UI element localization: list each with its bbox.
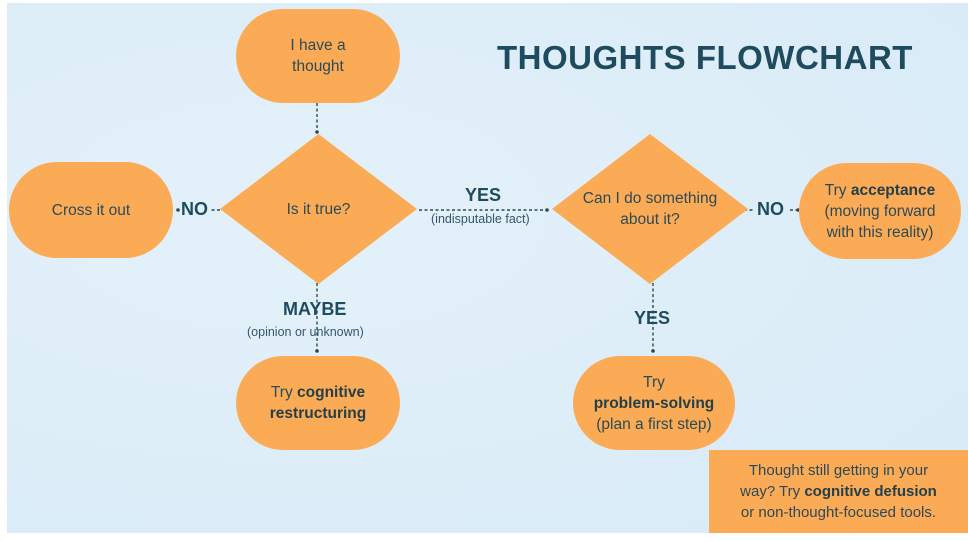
note-line3: or non-thought-focused tools. bbox=[740, 504, 937, 521]
node-try-problem-solving: Try problem-solving (plan a first step) bbox=[573, 356, 735, 450]
edge-sublabel-opinion: (opinion or unknown) bbox=[247, 325, 364, 339]
edge-label-no-left: NO bbox=[181, 199, 208, 219]
arrowhead-acceptance bbox=[796, 208, 800, 212]
arrowhead-cando bbox=[545, 208, 549, 212]
connectors bbox=[176, 103, 800, 353]
node-cross-it-out: Cross it out bbox=[9, 162, 173, 258]
node-restructuring-line2: restructuring bbox=[269, 405, 367, 422]
arrowhead-cross bbox=[176, 208, 180, 212]
decision-can-do-line2: about it? bbox=[620, 211, 680, 228]
edge-label-yes-down: YES bbox=[634, 308, 671, 328]
edge-label-yes-right: YES bbox=[465, 185, 502, 205]
arrowhead-problem bbox=[651, 349, 655, 353]
node-acceptance-line3: with this reality) bbox=[826, 223, 934, 241]
note-line1: Thought still getting in your bbox=[748, 462, 929, 479]
decision-can-i-do-something: Can I do something about it? bbox=[552, 134, 748, 284]
node-start-line2: thought bbox=[292, 58, 344, 75]
node-problem-line1: Try bbox=[643, 373, 665, 391]
page-title: THOUGHTS FLOWCHART bbox=[497, 39, 913, 76]
note-line2-bold: cognitive defusion bbox=[804, 483, 937, 500]
decision-is-it-true-text: Is it true? bbox=[286, 200, 351, 218]
node-try-acceptance: Try acceptance (moving forward with this… bbox=[799, 163, 961, 259]
flowchart-canvas: THOUGHTS FLOWCHART I have a thought Is i… bbox=[7, 3, 968, 533]
node-problem-line3: (plan a first step) bbox=[596, 415, 712, 433]
node-try-cognitive-restructuring: Try cognitive restructuring bbox=[236, 356, 400, 450]
edge-label-maybe: MAYBE bbox=[283, 299, 347, 319]
node-start-line1: I have a bbox=[290, 37, 346, 54]
node-restructuring-bold: cognitive bbox=[297, 384, 366, 401]
node-acceptance-prefix: Try bbox=[824, 181, 851, 199]
decision-can-do-line1: Can I do something bbox=[582, 190, 718, 207]
node-acceptance-bold: acceptance bbox=[850, 181, 936, 199]
node-cross-it-out-text: Cross it out bbox=[51, 201, 131, 219]
note-line2-prefix: way? Try bbox=[740, 483, 805, 500]
note-cognitive-defusion: Thought still getting in your way? Try c… bbox=[709, 450, 968, 533]
arrowhead-start bbox=[315, 130, 319, 134]
node-restructuring-prefix: Try bbox=[270, 384, 298, 401]
node-problem-bold: problem-solving bbox=[593, 394, 715, 412]
node-acceptance-line2: (moving forward bbox=[824, 202, 936, 220]
decision-can-i-do-something-text: Can I do something about it? bbox=[552, 134, 748, 284]
node-start: I have a thought bbox=[236, 9, 400, 103]
edge-sublabel-indisputable: (indisputable fact) bbox=[431, 212, 530, 226]
edge-label-no-right: NO bbox=[757, 199, 784, 219]
decision-is-it-true: Is it true? bbox=[220, 134, 417, 284]
arrowhead-restructuring bbox=[315, 349, 319, 353]
